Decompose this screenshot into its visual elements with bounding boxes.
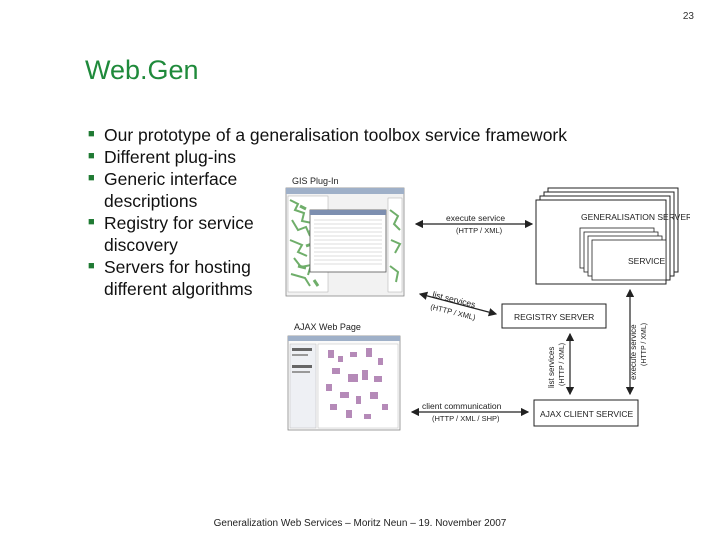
registry-server-box bbox=[501, 303, 607, 329]
slide-title: Web.Gen bbox=[85, 55, 199, 85]
bullet-text: Generic interface descriptions bbox=[104, 169, 238, 211]
bullet-item: ■ Registry for service discovery bbox=[85, 212, 264, 256]
gis-plugin-title: GIS Plug-In bbox=[292, 176, 339, 186]
execute-service-protocol: (HTTP / XML) bbox=[456, 226, 503, 235]
registry-server-label: REGISTRY SERVER bbox=[514, 312, 594, 322]
generalisation-server-stack: GENERALISATION SERVER SERVICE bbox=[535, 187, 690, 285]
bullet-item: ■ Generic interface descriptions bbox=[85, 168, 264, 212]
bullet-item: ■ Our prototype of a generalisation toolb… bbox=[85, 124, 664, 146]
client-communication-protocol: (HTTP / XML / SHP) bbox=[432, 414, 500, 423]
bullet-square-icon: ■ bbox=[88, 150, 95, 162]
vertical-execute-service-protocol: (HTTP / XML) bbox=[641, 323, 648, 366]
bullet-text: Servers for hosting different algorithms bbox=[104, 257, 253, 299]
vertical-list-services-label: list services bbox=[547, 347, 556, 388]
architecture-diagram: GIS Plug-In AJAX Web Page bbox=[285, 176, 690, 431]
map-buildings bbox=[326, 348, 388, 419]
bullet-square-icon: ■ bbox=[88, 172, 95, 184]
bullet-square-icon: ■ bbox=[88, 128, 95, 140]
ajax-client-service-label: AJAX CLIENT SERVICE bbox=[540, 409, 634, 419]
slide-footer: Generalization Web Services – Moritz Neu… bbox=[213, 518, 507, 529]
vertical-list-services-protocol: (HTTP / XML) bbox=[559, 343, 566, 386]
map-pattern bbox=[289, 199, 313, 287]
bullet-text: Registry for service discovery bbox=[104, 213, 254, 255]
vertical-execute-service-label: execute service bbox=[629, 324, 638, 380]
bullet-text: Our prototype of a generalisation toolbo… bbox=[104, 125, 568, 145]
slide-number: 23 bbox=[682, 11, 694, 22]
execute-service-label: execute service bbox=[446, 213, 505, 223]
generalisation-server-label: GENERALISATION SERVER bbox=[581, 212, 690, 222]
bullet-list: ■ Our prototype of a generalisation toolb… bbox=[85, 124, 664, 300]
bullet-item: ■ Different plug-ins bbox=[85, 146, 364, 168]
bullet-item: ■ Servers for hosting different algorithm… bbox=[85, 256, 264, 300]
bullet-square-icon: ■ bbox=[88, 260, 95, 272]
ajax-web-page-screenshot: AJAX Web Page bbox=[287, 322, 401, 431]
list-services-arrow bbox=[418, 291, 498, 317]
service-label: SERVICE bbox=[628, 256, 665, 266]
ajax-page-title: AJAX Web Page bbox=[294, 322, 361, 332]
bullet-text: Different plug-ins bbox=[104, 147, 236, 167]
gis-plugin-screenshot: GIS Plug-In bbox=[285, 176, 405, 297]
ajax-client-service-box bbox=[533, 399, 639, 427]
client-communication-label: client communication bbox=[422, 401, 502, 411]
bullet-square-icon: ■ bbox=[88, 216, 95, 228]
